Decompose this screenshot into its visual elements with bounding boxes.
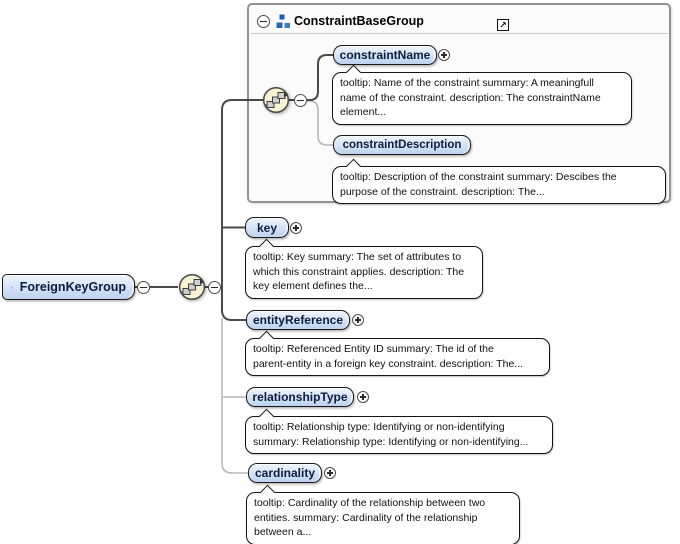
header-separator <box>250 33 668 34</box>
element-entityreference[interactable]: entityReference <box>246 310 350 330</box>
goto-definition-icon[interactable]: ↗ <box>497 19 509 31</box>
expand-icon-constraintname[interactable] <box>438 49 450 61</box>
element-constraintname[interactable]: constraintName <box>333 45 437 65</box>
element-key[interactable]: key <box>245 217 289 238</box>
annotation-key: tooltip: Key summary: The set of attribu… <box>245 246 483 299</box>
collapse-icon-sequence[interactable] <box>208 281 221 294</box>
annotation-constraintdescription: tooltip: Description of the constraint s… <box>332 166 666 205</box>
expand-icon-entityreference[interactable] <box>352 314 364 326</box>
annotation-entityreference: tooltip: Referenced Entity ID summary: T… <box>245 338 550 377</box>
link-arrow-glyph: ↗ <box>499 19 507 30</box>
element-foreignkeygroup[interactable]: ForeignKeyGroup <box>2 274 135 300</box>
group-title: ConstraintBaseGroup <box>294 14 424 28</box>
collapse-icon-root[interactable] <box>137 281 150 294</box>
expand-icon-cardinality[interactable] <box>324 467 336 479</box>
model-group-icon <box>11 286 13 288</box>
element-label: ForeignKeyGroup <box>19 280 126 294</box>
annotation-cardinality: tooltip: Cardinality of the relationship… <box>246 492 520 544</box>
expand-icon-key[interactable] <box>290 222 302 234</box>
sequence-icon-main[interactable] <box>177 272 207 302</box>
optional-connectors <box>221 100 334 474</box>
collapse-icon-base-group[interactable] <box>257 15 270 28</box>
collapse-icon-inner-sequence[interactable] <box>294 94 307 107</box>
element-cardinality[interactable]: cardinality <box>248 463 322 483</box>
annotation-relationshiptype: tooltip: Relationship type: Identifying … <box>245 416 553 455</box>
element-relationshiptype[interactable]: relationshipType <box>246 387 354 407</box>
expand-icon-relationshiptype[interactable] <box>357 391 369 403</box>
annotation-constraintname: tooltip: Name of the constraint summary:… <box>332 72 632 125</box>
element-constraintdescription[interactable]: constraintDescription <box>333 135 471 155</box>
model-group-icon <box>276 14 290 28</box>
sequence-icon-base-group[interactable] <box>261 85 291 115</box>
